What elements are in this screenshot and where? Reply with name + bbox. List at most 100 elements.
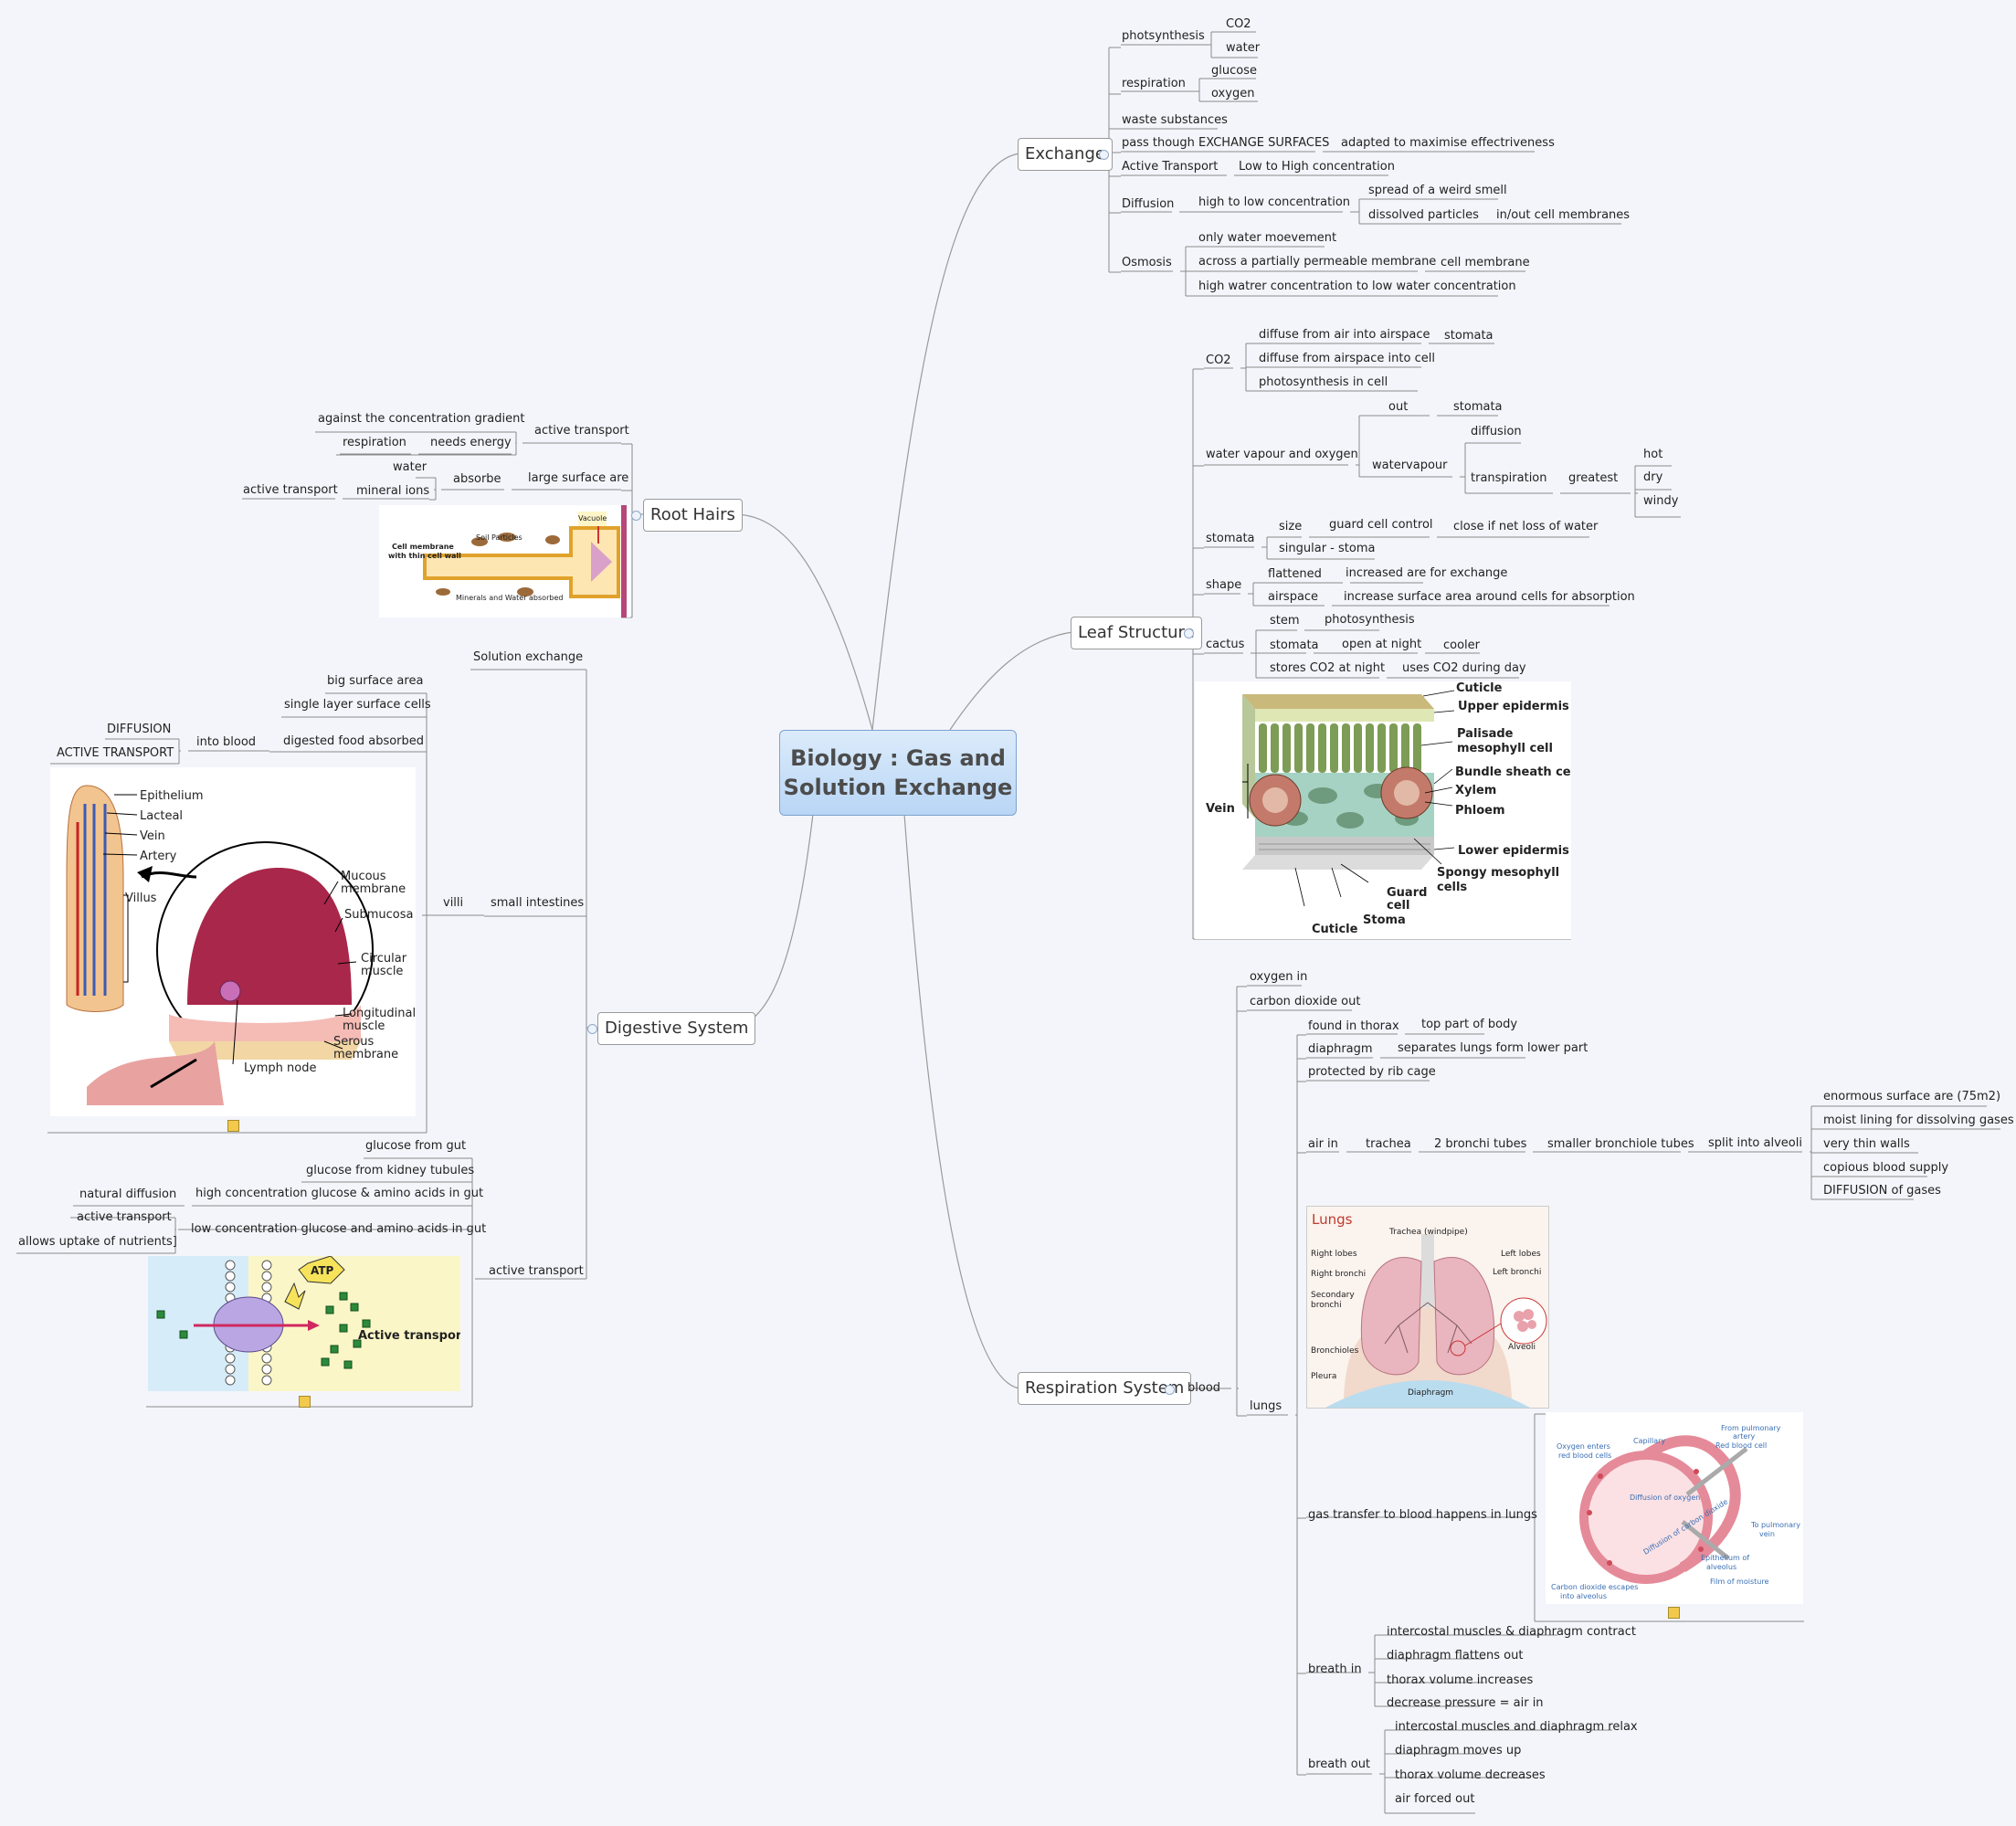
node-root-active-transport-2[interactable]: active transport xyxy=(243,483,338,497)
node-breath-out-2[interactable]: diaphragm moves up xyxy=(1395,1744,1522,1757)
node-increased-area[interactable]: increased are for exchange xyxy=(1346,566,1508,580)
node-glucose[interactable]: glucose xyxy=(1211,64,1257,78)
node-diffusion-caps[interactable]: DIFFUSION xyxy=(107,723,172,736)
note-icon[interactable] xyxy=(299,1396,311,1408)
node-alveoli-thin[interactable]: very thin walls xyxy=(1823,1137,1910,1151)
node-digested-food[interactable]: digested food absorbed xyxy=(283,734,425,748)
node-separates[interactable]: separates lungs form lower part xyxy=(1398,1041,1589,1055)
node-stomata-3[interactable]: stomata xyxy=(1206,532,1255,545)
node-bronchi-tubes[interactable]: 2 bronchi tubes xyxy=(1434,1137,1527,1151)
node-close-loss[interactable]: close if net loss of water xyxy=(1453,520,1599,533)
node-diffuse-air[interactable]: diffuse from air into airspace xyxy=(1259,328,1430,342)
node-dry[interactable]: dry xyxy=(1643,470,1663,484)
node-diaphragm[interactable]: diaphragm xyxy=(1308,1042,1373,1056)
node-low-concentration[interactable]: low concentration glucose and amino acid… xyxy=(191,1222,487,1236)
node-active-transport-caps[interactable]: ACTIVE TRANSPORT xyxy=(57,746,174,760)
collapse-respiration-icon[interactable] xyxy=(1165,1385,1175,1395)
node-stores-co2[interactable]: stores CO2 at night xyxy=(1270,661,1386,675)
collapse-exchange-icon[interactable] xyxy=(1099,150,1109,160)
node-breath-out[interactable]: breath out xyxy=(1308,1757,1371,1771)
node-small-intestines[interactable]: small intestines xyxy=(491,896,585,910)
node-waste[interactable]: waste substances xyxy=(1122,113,1228,127)
node-dig-active-transport[interactable]: active transport xyxy=(77,1210,172,1224)
node-breath-in-3[interactable]: thorax volume increases xyxy=(1387,1673,1534,1687)
node-stomata-4[interactable]: stomata xyxy=(1270,639,1319,652)
node-water-vapour-oxygen[interactable]: water vapour and oxygen xyxy=(1206,448,1358,461)
node-airspace[interactable]: airspace xyxy=(1268,590,1319,604)
node-cactus-photosynthesis[interactable]: photosynthesis xyxy=(1325,613,1415,627)
node-natural-diffusion[interactable]: natural diffusion xyxy=(79,1187,177,1201)
node-root-water[interactable]: water xyxy=(393,460,427,474)
node-breath-out-1[interactable]: intercostal muscles and diaphragm relax xyxy=(1395,1720,1638,1734)
node-high-to-low[interactable]: high to low concentration xyxy=(1198,195,1351,209)
node-leaf-diffusion[interactable]: diffusion xyxy=(1471,425,1522,438)
node-guard-control[interactable]: guard cell control xyxy=(1329,518,1433,532)
node-breath-in[interactable]: breath in xyxy=(1308,1662,1362,1676)
node-shape[interactable]: shape xyxy=(1206,578,1242,592)
node-alveoli-diffusion[interactable]: DIFFUSION of gases xyxy=(1823,1184,1941,1198)
node-glucose-kidney[interactable]: glucose from kidney tubules xyxy=(306,1164,475,1177)
node-smell[interactable]: spread of a weird smell xyxy=(1368,184,1507,197)
node-alveoli-area[interactable]: enormous surface are (75m2) xyxy=(1823,1090,2001,1103)
node-dissolved[interactable]: dissolved particles xyxy=(1368,208,1479,222)
branch-exchange[interactable]: Exchange xyxy=(1018,138,1113,171)
node-active-transport[interactable]: Active Transport xyxy=(1122,160,1219,174)
node-diffusion[interactable]: Diffusion xyxy=(1122,197,1175,211)
node-rib-cage[interactable]: protected by rib cage xyxy=(1308,1065,1436,1079)
node-mineral-ions[interactable]: mineral ions xyxy=(356,484,430,498)
node-absorbe[interactable]: absorbe xyxy=(453,472,501,486)
node-open-night[interactable]: open at night xyxy=(1342,638,1422,651)
node-into-blood[interactable]: into blood xyxy=(196,735,257,749)
node-across-membrane[interactable]: across a partially permeable membrane xyxy=(1198,255,1437,269)
node-breath-in-2[interactable]: diaphragm flattens out xyxy=(1387,1649,1524,1662)
node-osmosis[interactable]: Osmosis xyxy=(1122,256,1172,269)
node-diffuse-cell[interactable]: diffuse from airspace into cell xyxy=(1259,352,1435,365)
node-trachea[interactable]: trachea xyxy=(1366,1137,1411,1151)
collapse-leaf-icon[interactable] xyxy=(1184,628,1194,639)
node-lungs[interactable]: lungs xyxy=(1250,1399,1282,1413)
node-air-in[interactable]: air in xyxy=(1308,1137,1338,1151)
node-co2-out[interactable]: carbon dioxide out xyxy=(1250,995,1361,1008)
node-watervapour[interactable]: watervapour xyxy=(1372,459,1448,472)
node-large-surface[interactable]: large surface are xyxy=(528,471,629,485)
node-needs-energy[interactable]: needs energy xyxy=(430,436,512,449)
node-oxygen-in[interactable]: oxygen in xyxy=(1250,970,1308,984)
node-stomata-2[interactable]: stomata xyxy=(1453,400,1503,414)
node-bronchiole-tubes[interactable]: smaller bronchiole tubes xyxy=(1547,1137,1694,1151)
node-top-body[interactable]: top part of body xyxy=(1421,1018,1518,1031)
node-root-active-transport[interactable]: active transport xyxy=(534,424,629,438)
node-gas-transfer[interactable]: gas transfer to blood happens in lungs xyxy=(1308,1508,1537,1522)
node-singular-stoma[interactable]: singular - stoma xyxy=(1279,542,1376,555)
node-against-gradient[interactable]: against the concentration gradient xyxy=(318,412,525,426)
node-windy[interactable]: windy xyxy=(1643,494,1679,508)
node-high-concentration[interactable]: high concentration glucose & amino acids… xyxy=(195,1187,484,1200)
node-breath-in-4[interactable]: decrease pressure = air in xyxy=(1387,1696,1544,1710)
node-transpiration[interactable]: transpiration xyxy=(1471,471,1547,485)
node-breath-in-1[interactable]: intercostal muscles & diaphragm contract xyxy=(1387,1625,1636,1639)
node-found-thorax[interactable]: found in thorax xyxy=(1308,1019,1399,1033)
node-villi[interactable]: villi xyxy=(443,896,464,910)
node-leaf-co2[interactable]: CO2 xyxy=(1206,354,1231,367)
branch-root-hairs[interactable]: Root Hairs xyxy=(643,499,743,532)
node-water[interactable]: water xyxy=(1226,41,1261,55)
node-uses-co2[interactable]: uses CO2 during day xyxy=(1402,661,1526,675)
node-hot[interactable]: hot xyxy=(1643,448,1663,461)
branch-respiration-system[interactable]: Respiration System xyxy=(1018,1372,1192,1405)
node-oxygen[interactable]: oxygen xyxy=(1211,87,1255,100)
node-in-out[interactable]: in/out cell membranes xyxy=(1496,208,1631,222)
node-cactus[interactable]: cactus xyxy=(1206,638,1245,651)
node-cooler[interactable]: cooler xyxy=(1443,639,1481,652)
node-stomata-1[interactable]: stomata xyxy=(1444,329,1494,343)
node-alveoli-moist[interactable]: moist lining for dissolving gases xyxy=(1823,1114,2014,1127)
node-photo-cell[interactable]: photosynthesis in cell xyxy=(1259,375,1388,389)
node-allows-uptake[interactable]: allows uptake of nutrients] xyxy=(18,1235,177,1249)
node-split-alveoli[interactable]: split into alveoli xyxy=(1708,1136,1802,1150)
node-solution-exchange[interactable]: Solution exchange xyxy=(473,650,584,664)
node-size[interactable]: size xyxy=(1279,520,1303,533)
node-blood[interactable]: blood xyxy=(1187,1381,1221,1395)
node-pass-exchange[interactable]: pass though EXCHANGE SURFACES xyxy=(1122,136,1330,150)
note-icon[interactable] xyxy=(227,1120,239,1132)
node-low-to-high[interactable]: Low to High concentration xyxy=(1239,160,1395,174)
node-root-respiration[interactable]: respiration xyxy=(343,436,406,449)
